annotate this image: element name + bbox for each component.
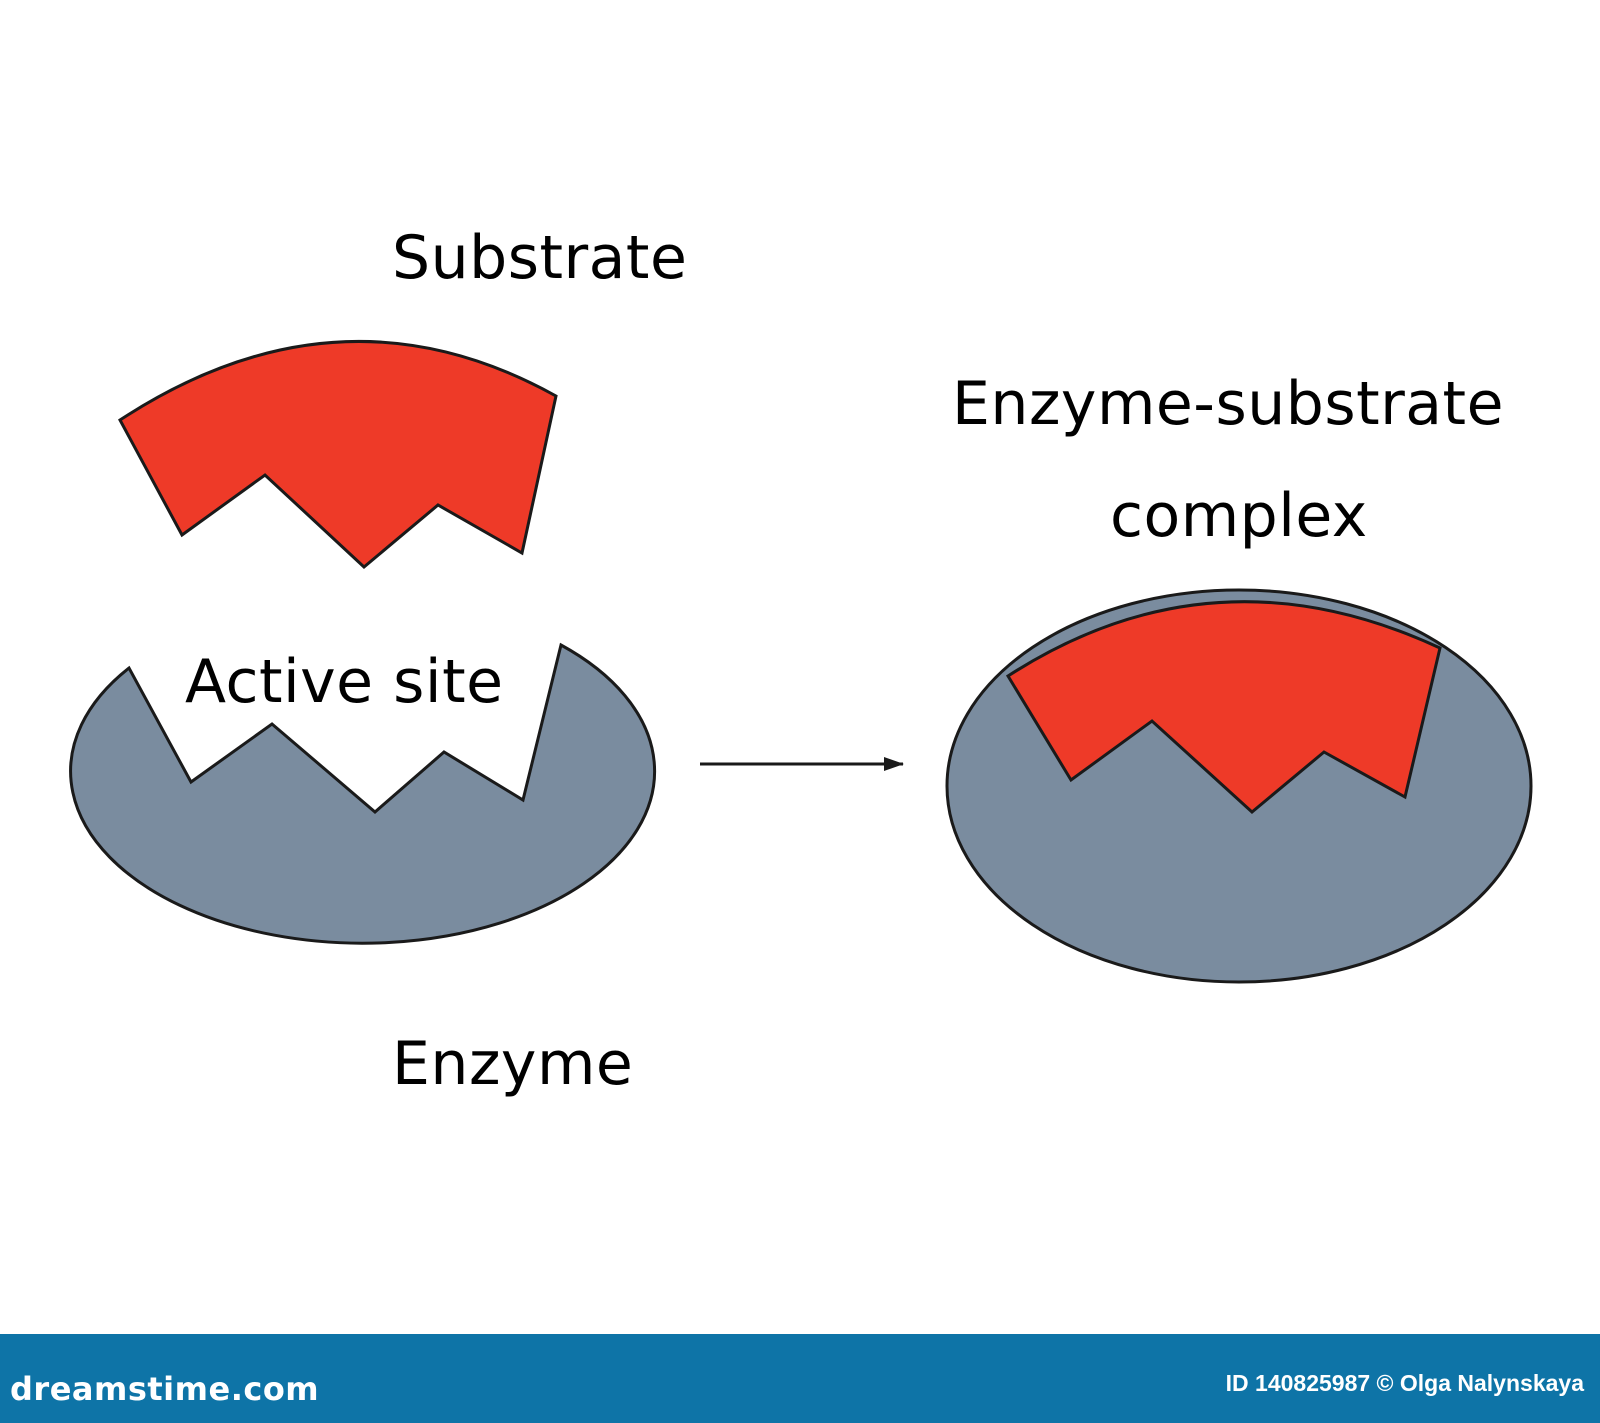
enzyme-shape [69,642,657,945]
complex-substrate-shape [1005,600,1442,814]
active-site-label: Active site [185,647,504,717]
substrate-shape [118,340,558,569]
complex-label-line1: Enzyme-substrate [952,369,1504,439]
complex-label-line2: complex [1110,481,1368,551]
footer-bar: dreamstime.com ID 140825987 © Olga Nalyn… [0,1334,1600,1423]
author-credit: © Olga Nalynskaya [1376,1370,1584,1396]
id-label: ID [1225,1370,1249,1396]
enzyme-label: Enzyme [392,1029,634,1099]
image-id: 140825987 [1255,1370,1371,1396]
footer-credit: ID 140825987 © Olga Nalynskaya [1226,1370,1584,1397]
footer-logo[interactable]: dreamstime.com [10,1370,320,1408]
substrate-label: Substrate [392,223,688,293]
enzyme-diagram [69,340,1533,984]
